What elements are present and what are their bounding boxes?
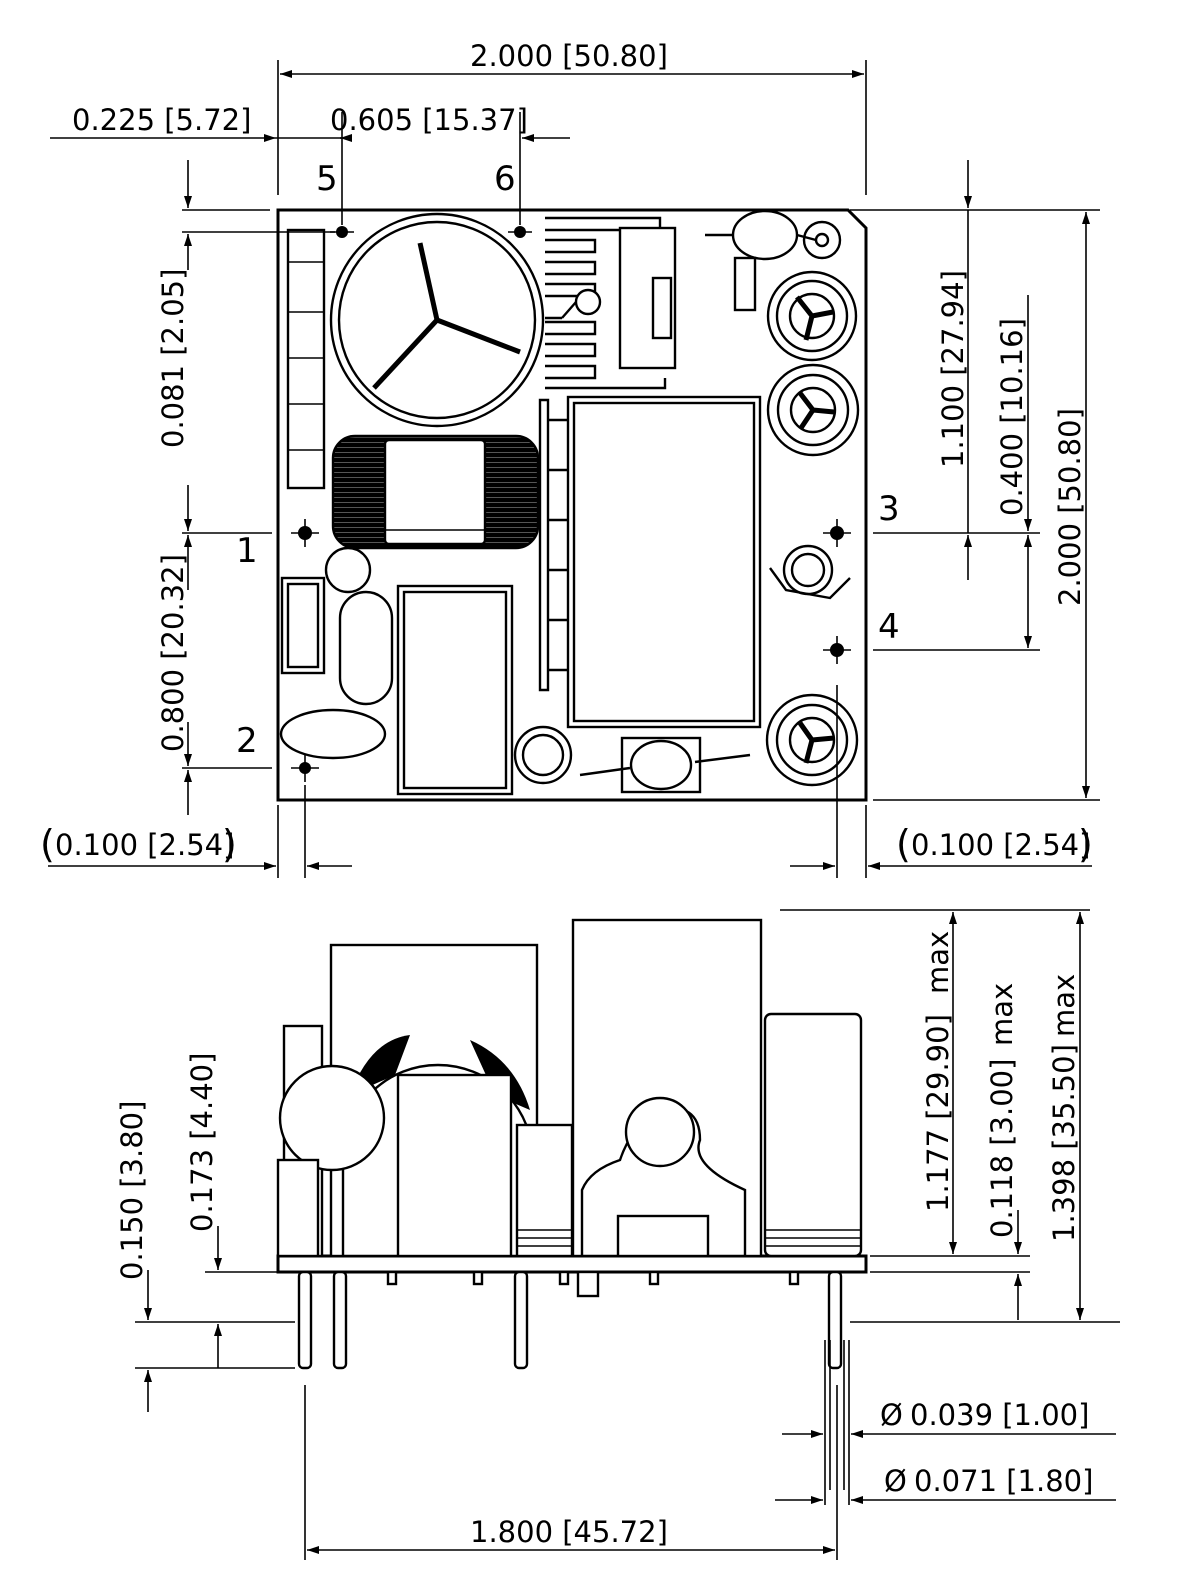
side-fuse [276, 1158, 320, 1258]
dim-right-pin-offset: 0.100 [2.54] [911, 828, 1090, 862]
pin-label-6: 6 [494, 159, 516, 199]
dim-component-height: 1.177 [29.90] [921, 1014, 955, 1212]
dim-pad-diameter: 0.071 [1.80] [914, 1464, 1093, 1498]
terminal-strip [286, 228, 326, 490]
dim-pin3-to-pin4: 0.400 [10.16] [995, 318, 1029, 516]
bulk-capacitor [329, 212, 545, 428]
ic-component [618, 226, 677, 370]
pin-1-marker [291, 519, 319, 547]
heatsink [545, 216, 667, 390]
dim-pcb-thickness-group: 0.118 [3.00] max [985, 983, 1019, 1238]
pin-2-marker [291, 754, 319, 782]
paren-close-right: ) [1078, 822, 1093, 866]
dim-left-pin-offset: 0.100 [2.54] [55, 828, 234, 862]
dim-left-pin-offset-group: ( 0.100 [2.54] ) [40, 822, 237, 866]
dim-total-height-group: 1.398 [35.50] max [1047, 974, 1081, 1242]
bridge-rectifier [579, 736, 751, 794]
side-pcb [276, 1254, 868, 1274]
pin-label-2: 2 [236, 721, 258, 761]
dim-component-height-group: 1.177 [29.90] max [921, 931, 955, 1212]
side-x-capacitor [278, 1064, 386, 1172]
side-pins [297, 1270, 843, 1370]
dim-top-pins-from-edge: 0.081 [2.05] [156, 269, 190, 448]
extension-lines-top [182, 60, 1100, 878]
dim-right-pin-offset-group: ( 0.100 [2.54] ) [896, 822, 1093, 866]
dim-pad-diameter-group: Ø 0.071 [1.80] [884, 1464, 1093, 1498]
output-capacitor-3 [765, 693, 859, 787]
output-capacitor-2 [766, 363, 860, 457]
dimension-lines-top [48, 70, 1092, 870]
x-capacitor [279, 546, 394, 760]
extension-lines-side [135, 909, 1120, 1560]
paren-open-left: ( [40, 822, 55, 866]
dim-pin6-offset: 0.605 [15.37] [330, 103, 528, 137]
diameter-symbol-pin: Ø [880, 1398, 903, 1432]
side-lines-small-cap [517, 1229, 572, 1247]
paren-close-left: ) [222, 822, 237, 866]
dim-pin3-from-bottom: 1.100 [27.94] [936, 270, 970, 468]
pin-label-3: 3 [878, 489, 900, 529]
dim-board-width: 2.000 [50.80] [470, 39, 668, 73]
small-capacitor [513, 725, 573, 785]
pin-marks [291, 226, 851, 782]
pin-4-marker [823, 636, 851, 664]
pin-label-5: 5 [316, 159, 338, 199]
dim-pin1-to-pin2: 0.800 [20.32] [156, 554, 190, 752]
output-inductor [769, 544, 851, 600]
top-view: 5 6 1 2 3 4 [40, 39, 1100, 878]
dim-pcb-thickness: 0.118 [3.00] [985, 1059, 1019, 1238]
paren-open-right: ( [896, 822, 911, 866]
dim-pin5-offset: 0.225 [5.72] [72, 103, 251, 137]
transformer [538, 395, 762, 729]
dimension-lines-side [144, 912, 1116, 1554]
dim-pin-diameter-group: Ø 0.039 [1.00] [880, 1398, 1089, 1432]
thermistor [705, 209, 842, 312]
dim-pin-length-short: 0.150 [3.80] [115, 1101, 149, 1280]
y-capacitor-block [396, 584, 514, 796]
dim-pin-length-long: 0.173 [4.40] [185, 1053, 219, 1232]
diameter-symbol-pad: Ø [884, 1464, 907, 1498]
dim-total-height-max: max [1047, 974, 1081, 1037]
side-view: 1.177 [29.90] max 0.118 [3.00] max 1.398… [115, 909, 1120, 1560]
pin-3-marker [823, 519, 851, 547]
dim-pin-diameter: 0.039 [1.00] [910, 1398, 1089, 1432]
common-mode-choke [331, 434, 540, 550]
output-capacitor-1 [766, 270, 858, 362]
pin-6-marker [508, 226, 532, 238]
dim-board-height: 2.000 [50.80] [1053, 408, 1087, 606]
pin-label-4: 4 [878, 607, 900, 647]
side-output-capacitor [763, 1012, 863, 1258]
side-small-capacitor [515, 1123, 574, 1258]
dim-component-height-max: max [921, 931, 955, 994]
fuse [280, 576, 326, 675]
side-bridge [580, 1096, 747, 1258]
dim-pcb-thickness-max: max [985, 983, 1019, 1046]
dim-pin-spacing: 1.800 [45.72] [470, 1515, 668, 1549]
side-y-capacitor [396, 1073, 513, 1258]
dim-total-height: 1.398 [35.50] [1047, 1044, 1081, 1242]
pin-label-1: 1 [236, 531, 258, 571]
